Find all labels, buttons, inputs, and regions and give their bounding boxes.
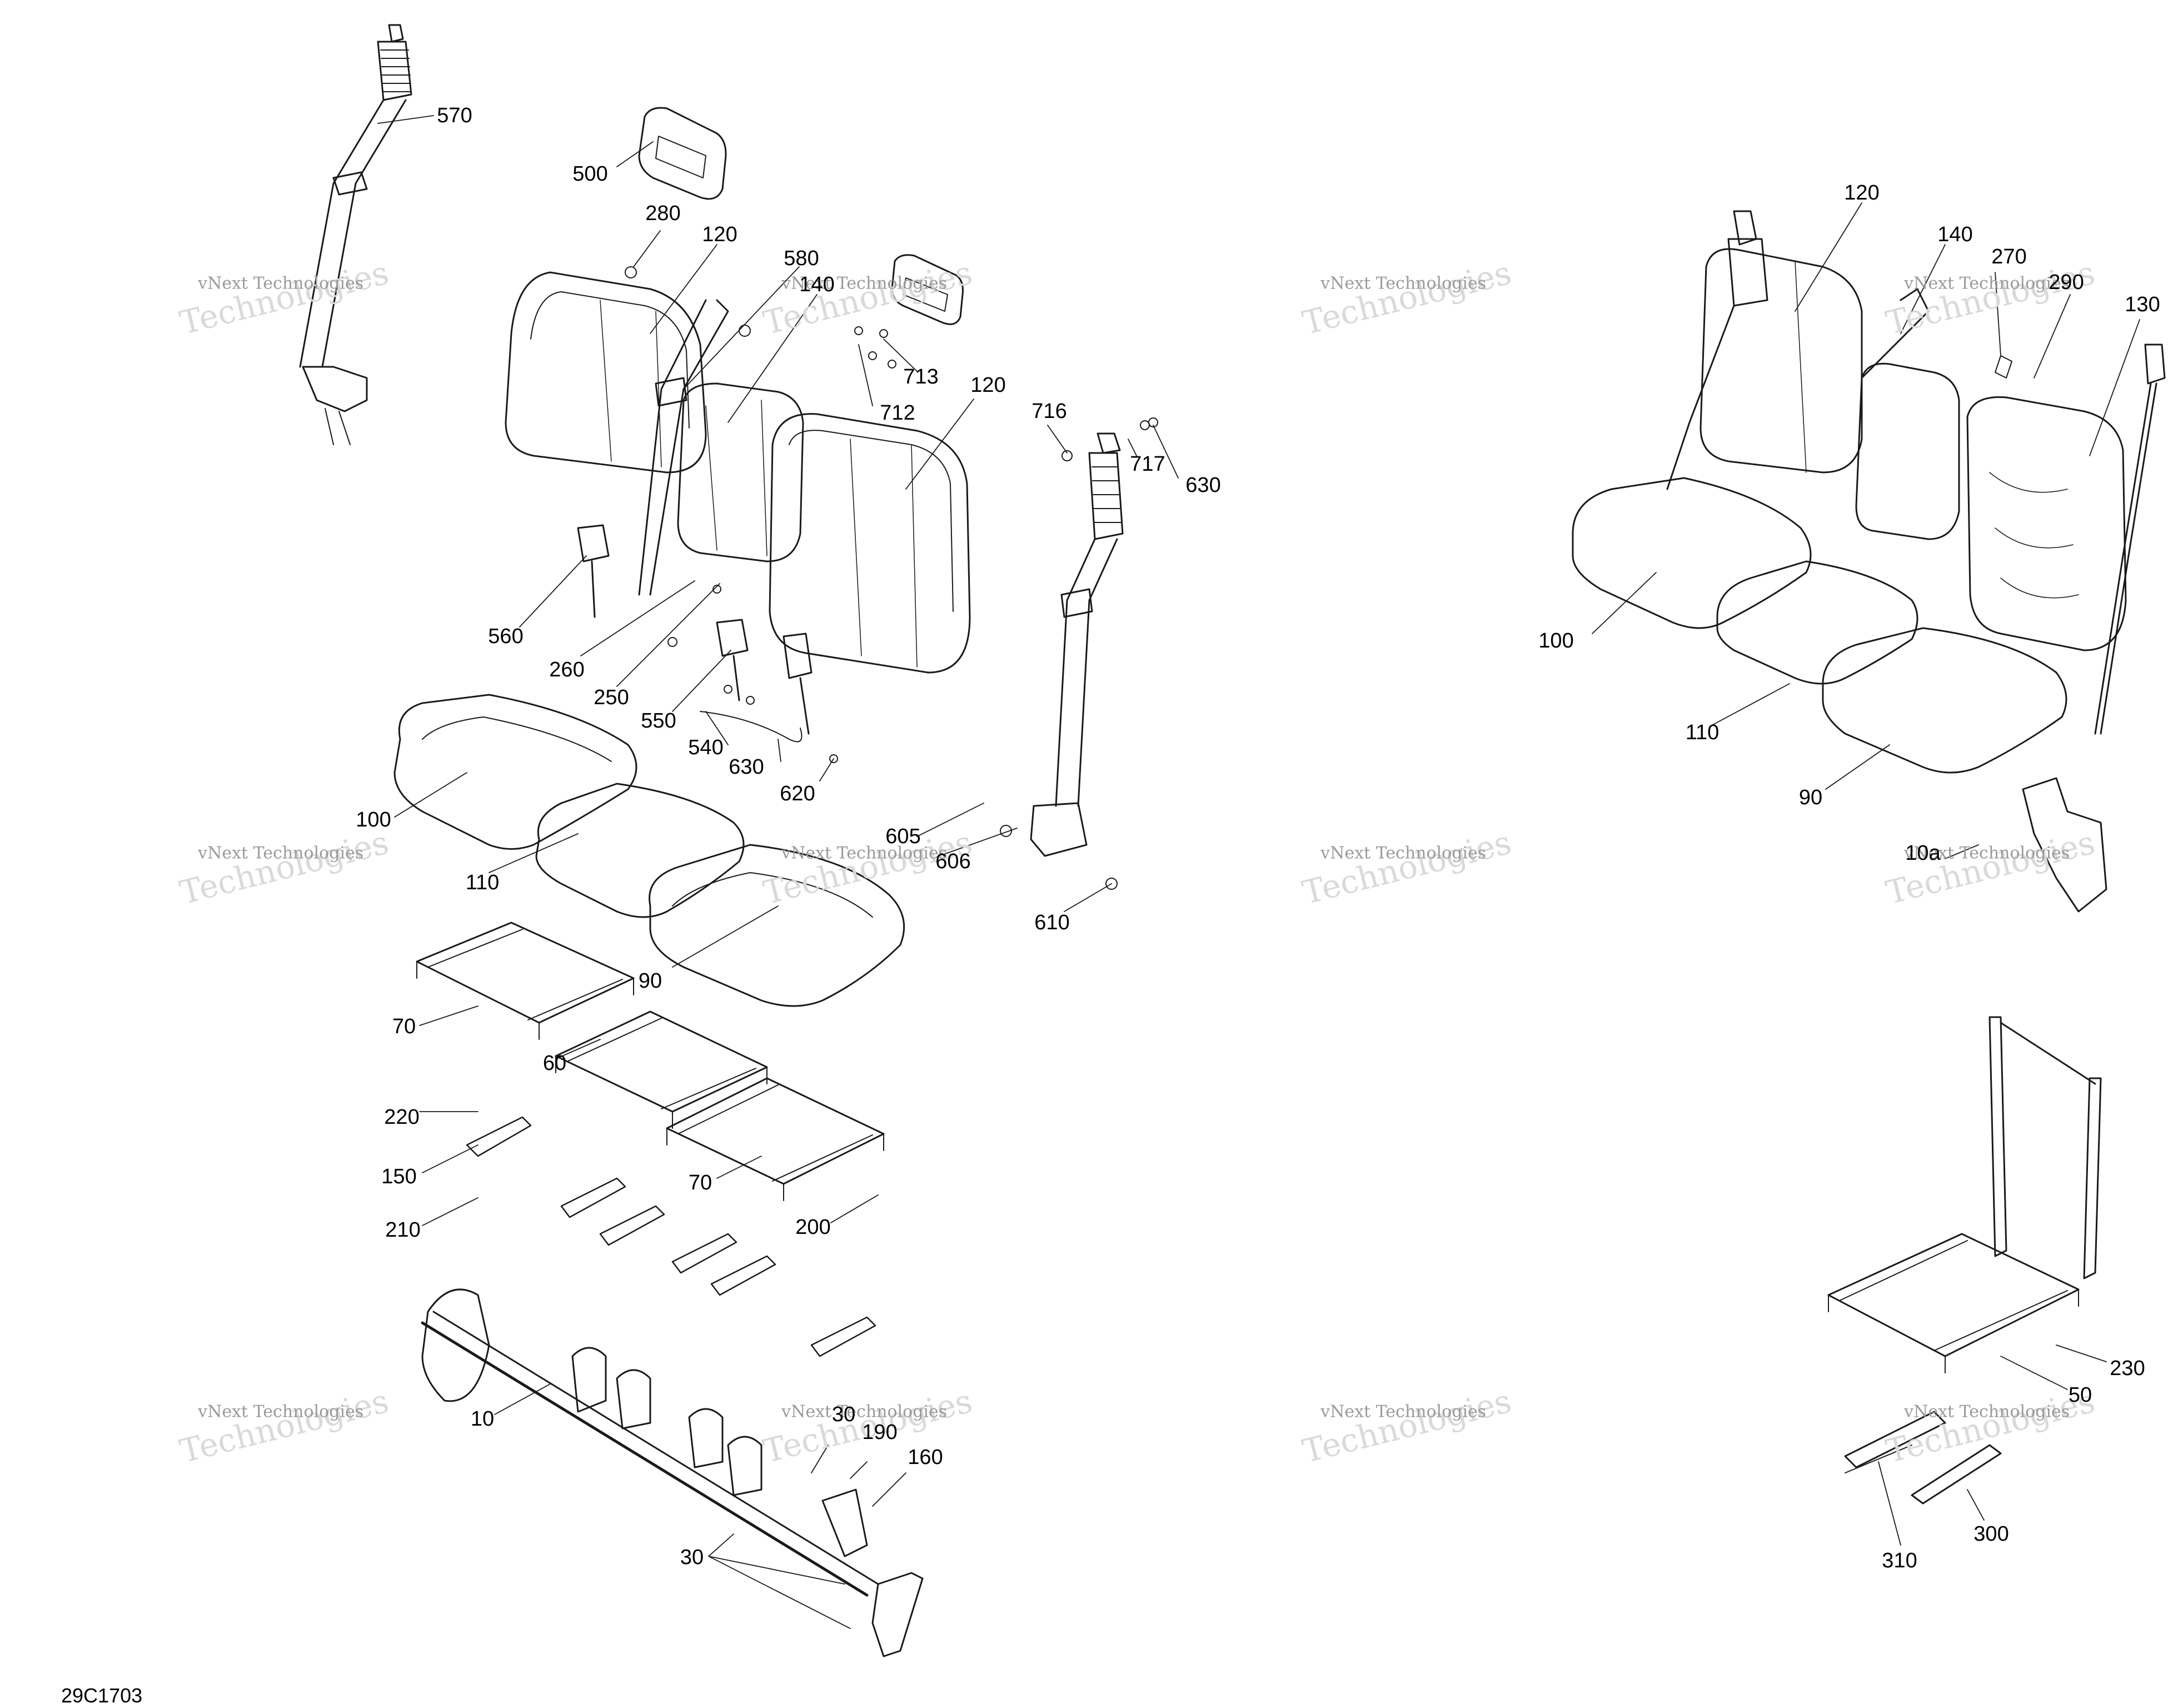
base-frame-10 bbox=[421, 1288, 924, 1657]
callout-50: 50 bbox=[2068, 1383, 2092, 1407]
seat-back-left-120 bbox=[505, 271, 707, 474]
seat-belt-right bbox=[1030, 432, 1124, 857]
callout-120: 120 bbox=[1844, 181, 1880, 205]
seat-frame-70-upper bbox=[416, 922, 635, 1040]
callout-10: 10 bbox=[470, 1407, 495, 1431]
seat-back-center-140 bbox=[677, 382, 804, 562]
callout-100: 100 bbox=[1538, 629, 1574, 653]
callout-100: 100 bbox=[356, 808, 391, 831]
callout-140: 140 bbox=[1937, 223, 1973, 246]
callout-160: 160 bbox=[908, 1446, 943, 1469]
seat-cushion-110 bbox=[535, 783, 745, 918]
callout-120: 120 bbox=[702, 223, 737, 246]
callout-30: 30 bbox=[831, 1403, 856, 1426]
callout-540: 540 bbox=[688, 736, 724, 759]
seat-frame-60 bbox=[555, 1010, 768, 1129]
callout-230: 230 bbox=[2110, 1357, 2145, 1380]
callout-280: 280 bbox=[645, 202, 681, 225]
diagram-code: 29C1703 bbox=[61, 1684, 143, 1707]
seat-latches bbox=[466, 1116, 876, 1357]
headrest-500 bbox=[638, 107, 727, 200]
callout-70: 70 bbox=[392, 1015, 416, 1038]
seat-cushion-90 bbox=[649, 844, 905, 1007]
callout-560: 560 bbox=[488, 625, 524, 648]
callout-630: 630 bbox=[1185, 474, 1221, 497]
callout-210: 210 bbox=[385, 1218, 421, 1242]
callout-110: 110 bbox=[465, 871, 500, 894]
callout-220: 220 bbox=[384, 1106, 420, 1129]
callout-712: 712 bbox=[880, 401, 915, 425]
callout-150: 150 bbox=[381, 1165, 417, 1188]
shoulder-belt-580 bbox=[638, 299, 729, 596]
rail-300 bbox=[1911, 1444, 2002, 1505]
callout-260: 260 bbox=[549, 658, 585, 681]
buckle-550 bbox=[716, 619, 749, 701]
buckle-540 bbox=[700, 633, 813, 743]
seat-frame-70-lower bbox=[666, 1077, 885, 1201]
headrest-small bbox=[891, 254, 964, 325]
callout-500: 500 bbox=[572, 162, 608, 186]
callout-200: 200 bbox=[795, 1216, 831, 1239]
callout-190: 190 bbox=[862, 1421, 898, 1444]
callout-716: 716 bbox=[1031, 400, 1067, 423]
callout-130: 130 bbox=[2125, 293, 2160, 316]
callout-290: 290 bbox=[2049, 271, 2084, 294]
callout-30: 30 bbox=[680, 1546, 704, 1569]
seat-back-right-120 bbox=[769, 413, 971, 674]
callout-713: 713 bbox=[903, 365, 939, 389]
leader-lines bbox=[377, 115, 2140, 1629]
callout-620: 620 bbox=[780, 782, 815, 805]
callout-70: 70 bbox=[688, 1171, 712, 1194]
seat-belt-570 bbox=[299, 24, 412, 445]
callout-550: 550 bbox=[641, 709, 676, 733]
callout-610: 610 bbox=[1034, 911, 1070, 934]
callout-90: 90 bbox=[638, 969, 662, 993]
callout-250: 250 bbox=[594, 686, 629, 709]
latch-310 bbox=[1844, 1411, 1946, 1473]
assembled-seat bbox=[1572, 210, 2166, 913]
callout-717: 717 bbox=[1130, 452, 1165, 476]
callout-606: 606 bbox=[935, 850, 971, 873]
callout-110: 110 bbox=[1685, 721, 1720, 744]
callout-120: 120 bbox=[970, 374, 1006, 397]
callout-300: 300 bbox=[1973, 1522, 2009, 1546]
callout-270: 270 bbox=[1991, 245, 2027, 268]
callout-10a: 10a bbox=[1905, 841, 1941, 865]
callout-140: 140 bbox=[799, 273, 835, 296]
callout-570: 570 bbox=[437, 104, 472, 127]
callout-310: 310 bbox=[1882, 1549, 1917, 1572]
callout-605: 605 bbox=[885, 825, 921, 848]
callout-90: 90 bbox=[1798, 786, 1823, 809]
callout-630: 630 bbox=[729, 755, 764, 779]
folding-seat-frame-50 bbox=[1827, 1016, 2102, 1373]
callout-580: 580 bbox=[784, 247, 819, 270]
buckle-560 bbox=[577, 524, 610, 618]
seat-cushion-100 bbox=[393, 694, 637, 850]
small-fasteners bbox=[625, 266, 1158, 890]
callout-60: 60 bbox=[542, 1052, 567, 1075]
